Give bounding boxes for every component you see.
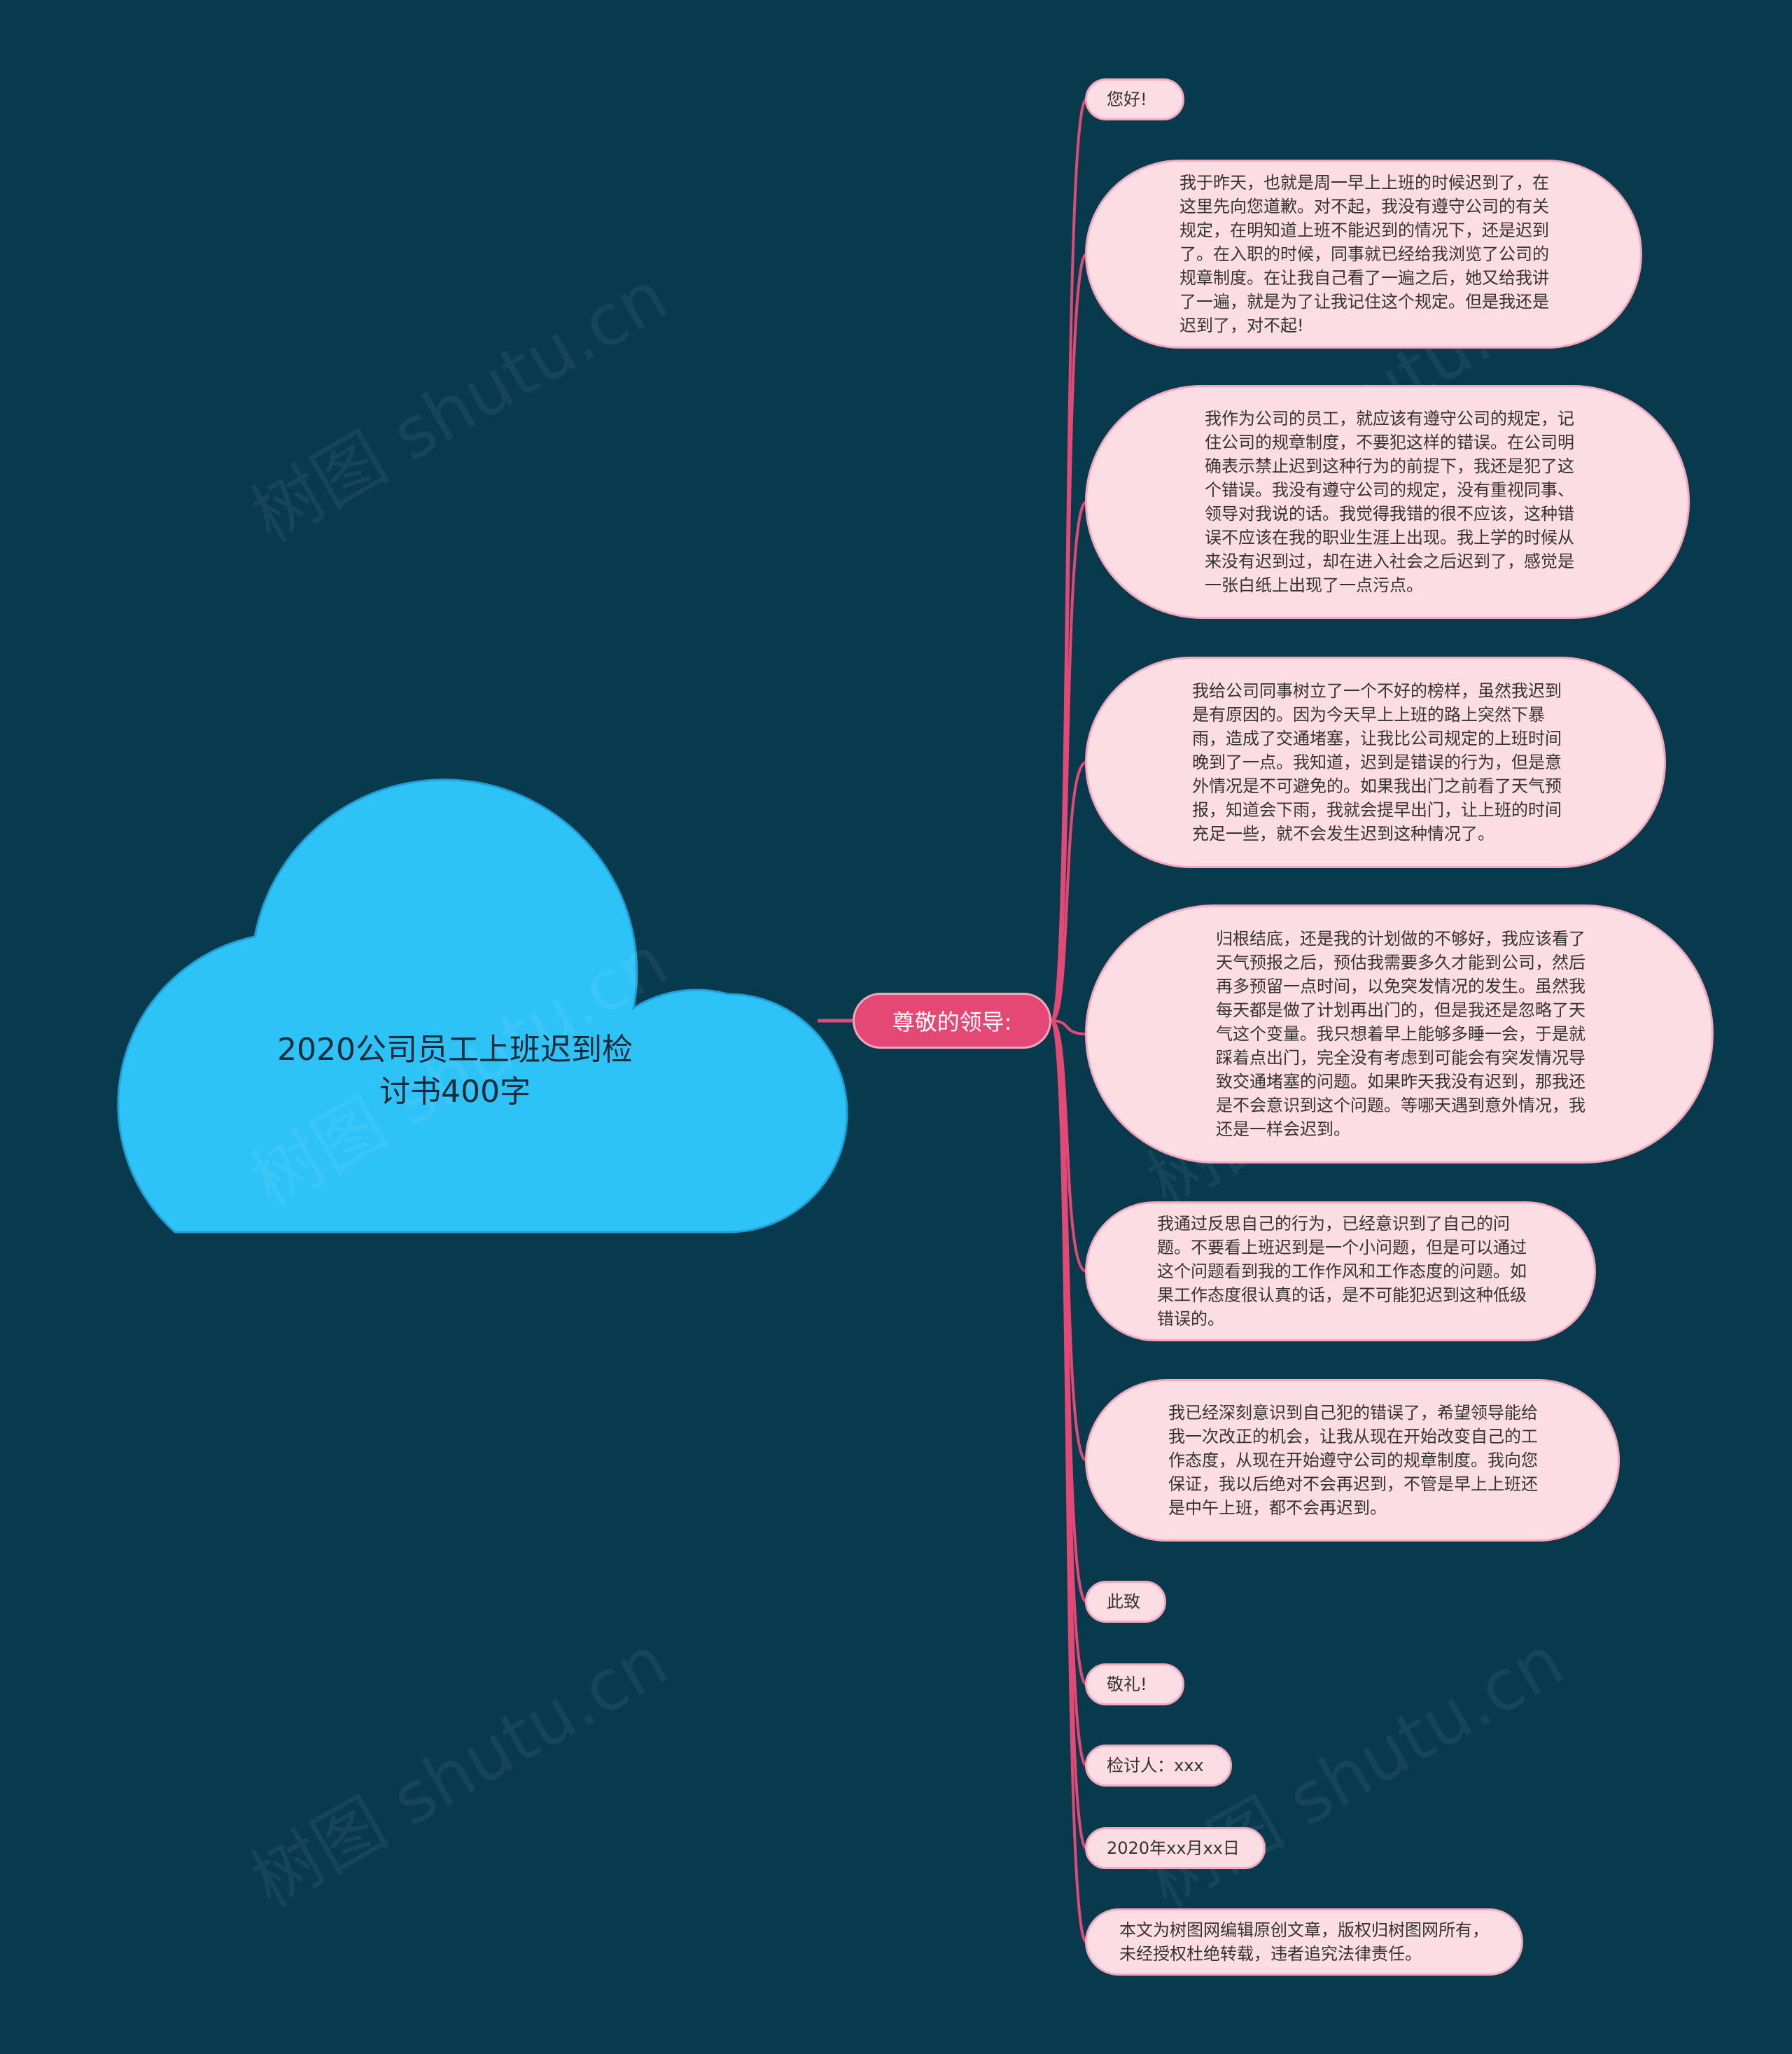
leaf-text: 我给公司同事树立了一个不好的榜样，虽然我迟到是有原因的。因为今天早上上班的路上突…: [1192, 681, 1562, 844]
root-title-line2: 讨书400字: [379, 1074, 531, 1110]
leaf-node-awareness[interactable]: 我通过反思自己的行为，已经意识到了自己的问题。不要看上班迟到是一个小问题，但是可…: [1085, 1201, 1596, 1341]
leaf-text: 敬礼!: [1107, 1675, 1147, 1694]
leaf-node-apology[interactable]: 我于昨天，也就是周一早上上班的时候迟到了，在这里先向您道歉。对不起，我没有遵守公…: [1085, 160, 1642, 349]
branch-connector-5: [1051, 1019, 1087, 1273]
branch-connectors: [1050, 98, 1088, 1943]
leaf-text: 本文为树图网编辑原创文章，版权归树图网所有，未经授权杜绝转载，违者追究法律责任。: [1119, 1920, 1489, 1964]
hub-node[interactable]: 尊敬的领导:: [853, 993, 1051, 1049]
leaf-node-salute[interactable]: 敬礼!: [1085, 1663, 1184, 1705]
leaf-text: 您好!: [1107, 90, 1147, 109]
leaf-node-signer[interactable]: 检讨人：xxx: [1085, 1745, 1232, 1787]
leaf-node-reflection[interactable]: 归根结底，还是我的计划做的不够好，我应该看了天气预报之后，预估我需要多久才能到公…: [1085, 904, 1714, 1164]
leaf-text: 2020年xx月xx日: [1107, 1838, 1240, 1858]
leaf-node-greeting[interactable]: 您好!: [1085, 78, 1184, 120]
root-title: 2020公司员工上班迟到检 讨书400字: [210, 1029, 700, 1113]
leaf-text: 此致: [1107, 1592, 1140, 1612]
leaf-node-date[interactable]: 2020年xx月xx日: [1085, 1827, 1266, 1869]
leaf-text: 我于昨天，也就是周一早上上班的时候迟到了，在这里先向您道歉。对不起，我没有遵守公…: [1180, 173, 1549, 335]
branch-connector-2: [1050, 501, 1088, 1022]
leaf-node-closing[interactable]: 此致: [1085, 1581, 1166, 1623]
leaf-node-reason[interactable]: 我给公司同事树立了一个不好的榜样，虽然我迟到是有原因的。因为今天早上上班的路上突…: [1085, 657, 1666, 868]
leaf-text: 检讨人：xxx: [1107, 1756, 1204, 1775]
leaf-node-responsibility[interactable]: 我作为公司的员工，就应该有遵守公司的规定，记住公司的规章制度，不要犯这样的错误。…: [1085, 385, 1690, 619]
hub-label: 尊敬的领导:: [892, 1009, 1012, 1035]
root-cloud[interactable]: [117, 778, 848, 1234]
leaf-node-promise[interactable]: 我已经深刻意识到自己犯的错误了，希望领导能给我一次改正的机会，让我从现在开始改变…: [1085, 1379, 1620, 1542]
leaf-text: 我作为公司的员工，就应该有遵守公司的规定，记住公司的规章制度，不要犯这样的错误。…: [1205, 409, 1574, 595]
branch-connector-4: [1051, 1019, 1087, 1035]
root-cloud-shape: [117, 778, 848, 1234]
leaf-node-copyright[interactable]: 本文为树图网编辑原创文章，版权归树图网所有，未经授权杜绝转载，违者追究法律责任。: [1085, 1908, 1523, 1976]
leaf-text: 我通过反思自己的行为，已经意识到了自己的问题。不要看上班迟到是一个小问题，但是可…: [1157, 1214, 1527, 1329]
leaf-text: 我已经深刻意识到自己犯的错误了，希望领导能给我一次改正的机会，让我从现在开始改变…: [1168, 1403, 1538, 1518]
branch-connector-11: [1050, 1019, 1088, 1943]
branch-connector-3: [1051, 761, 1087, 1022]
root-title-line1: 2020公司员工上班迟到检: [277, 1032, 633, 1068]
leaf-text: 归根结底，还是我的计划做的不够好，我应该看了天气预报之后，预估我需要多久才能到公…: [1216, 929, 1586, 1139]
